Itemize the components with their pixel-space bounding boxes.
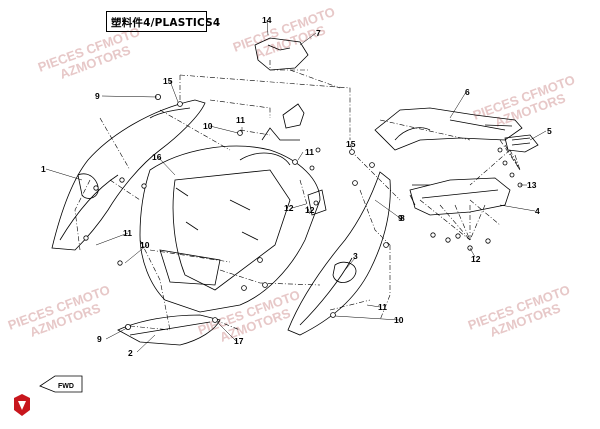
callout-7: 7 <box>316 28 321 38</box>
callout-8: 8 <box>400 213 405 223</box>
callout-3: 3 <box>353 251 358 261</box>
callout-9: 9 <box>398 213 403 223</box>
leader-lines <box>45 19 547 353</box>
diagram-title: 塑料件4/PLASTICS4 <box>111 17 221 29</box>
callout-5: 5 <box>547 126 552 136</box>
callout-16: 16 <box>152 152 162 162</box>
part-12-center-bracket <box>307 189 327 216</box>
fwd-arrow: FWD <box>39 375 83 393</box>
callout-11: 11 <box>378 302 387 312</box>
callout-9: 9 <box>95 91 100 101</box>
callout-11: 11 <box>123 228 132 238</box>
part-5-bracket <box>504 134 539 153</box>
callout-11: 11 <box>236 115 245 125</box>
callout-12: 12 <box>284 203 294 213</box>
callout-17: 17 <box>234 336 244 346</box>
callout-10: 10 <box>203 121 213 131</box>
callout-14: 14 <box>262 15 272 25</box>
part-16-center-shroud <box>139 103 321 313</box>
callout-10: 10 <box>140 240 150 250</box>
part-2-lower-cover <box>117 314 221 346</box>
callout-10: 10 <box>394 315 404 325</box>
callout-15: 15 <box>346 139 356 149</box>
part-1-left-panel <box>51 99 206 251</box>
callout-11: 11 <box>305 147 314 157</box>
title-box: 塑料件4/PLASTICS4 <box>106 11 220 32</box>
callout-13: 13 <box>527 180 537 190</box>
callout-4: 4 <box>535 206 540 216</box>
part-6-upper-panel <box>374 107 523 151</box>
callout-2: 2 <box>128 348 133 358</box>
callout-9: 9 <box>97 334 102 344</box>
callout-6: 6 <box>465 87 470 97</box>
callout-15: 15 <box>163 76 173 86</box>
fasteners <box>83 94 523 330</box>
brand-logo <box>14 394 30 416</box>
callout-12: 12 <box>305 205 315 215</box>
callout-1: 1 <box>41 164 46 174</box>
fwd-label: FWD <box>58 383 74 390</box>
part-7-top-bracket <box>254 37 309 71</box>
part-3-right-panel <box>287 171 391 336</box>
callout-12: 12 <box>471 254 481 264</box>
part-4-lower-panel <box>409 177 511 216</box>
callouts: 1 2 3 4 5 6 7 8 9 9 9 10 10 10 11 11 11 … <box>41 15 552 358</box>
